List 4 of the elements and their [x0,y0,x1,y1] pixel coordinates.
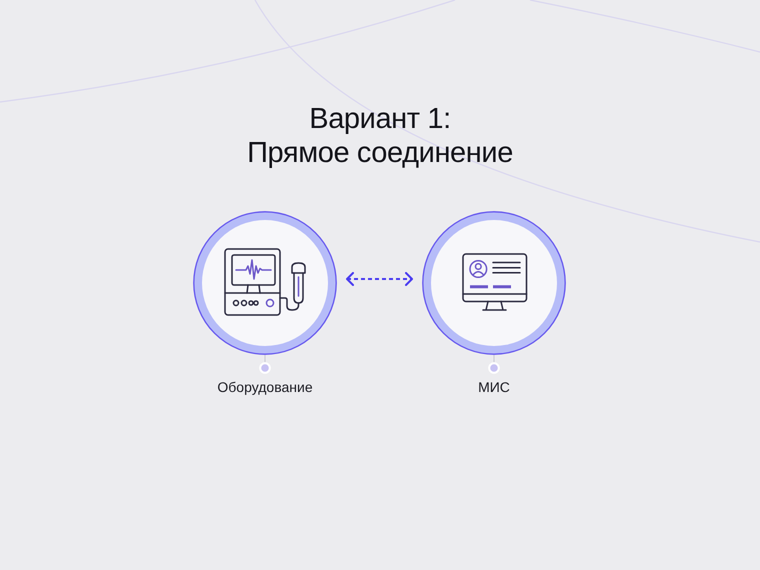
dashed-double-arrow [346,272,413,286]
node-label: Оборудование [217,378,313,396]
node-label: МИС [478,378,510,396]
diagram-title: Вариант 1: Прямое соединение [247,102,513,170]
